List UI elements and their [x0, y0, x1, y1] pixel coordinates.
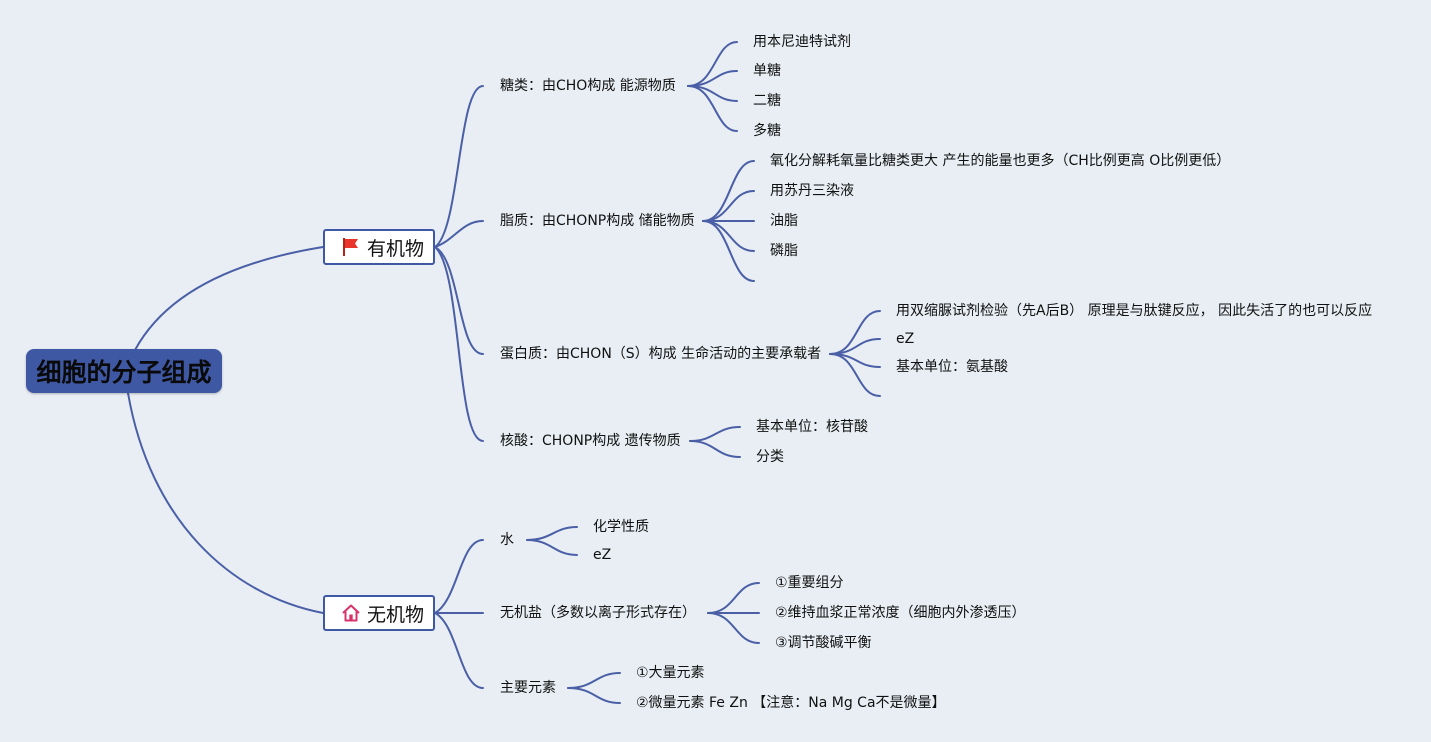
salt-node[interactable]: 无机盐（多数以离子形式存在）	[500, 605, 696, 621]
inorganic-label: 无机物	[367, 603, 425, 626]
organic-node[interactable]: 有机物	[323, 229, 435, 265]
link-salt-3	[707, 612, 760, 644]
elements-item[interactable]: ②微量元素 Fe Zn 【注意：Na Mg Ca不是微量】	[636, 695, 946, 711]
link-protein-4	[829, 353, 881, 397]
red-flag-icon	[343, 238, 358, 256]
link-organic-nucleic	[434, 246, 484, 442]
lipid-item[interactable]: 磷脂	[770, 243, 798, 259]
salt-item[interactable]: ③调节酸碱平衡	[775, 635, 872, 651]
link-root-organic	[134, 246, 324, 351]
link-organic-lipid	[434, 220, 484, 248]
sugar-item[interactable]: 二糖	[753, 93, 781, 109]
root-node[interactable]: 细胞的分子组成	[26, 349, 222, 393]
salt-item[interactable]: ①重要组分	[775, 575, 844, 591]
sugar-item[interactable]: 多糖	[753, 123, 781, 139]
protein-item[interactable]: 用双缩脲试剂检验（先A后B） 原理是与肽键反应， 因此失活了的也可以反应	[896, 303, 1373, 319]
link-lipid-1	[702, 160, 755, 222]
protein-item[interactable]: eZ	[896, 331, 915, 347]
link-elements-2	[567, 687, 621, 704]
nucleic-item[interactable]: 基本单位：核苷酸	[756, 419, 868, 435]
link-salt-1	[707, 582, 760, 614]
lipid-item[interactable]: 氧化分解耗氧量比糖类更大 产生的能量也更多（CH比例更高 O比例更低）	[770, 153, 1231, 169]
link-organic-protein	[434, 246, 484, 355]
link-sugar-4	[687, 85, 738, 132]
water-item[interactable]: 化学性质	[593, 519, 649, 535]
sugar-item[interactable]: 用本尼迪特试剂	[753, 34, 851, 50]
link-inorganic-water	[434, 539, 484, 614]
house-icon	[342, 604, 360, 622]
link-elements-1	[567, 672, 621, 689]
protein-item[interactable]: 基本单位：氨基酸	[896, 359, 1008, 375]
lipid-node[interactable]: 脂质：由CHONP构成 储能物质	[500, 213, 695, 229]
link-water-1	[526, 526, 578, 541]
link-lipid-5	[702, 220, 755, 282]
nucleic-node[interactable]: 核酸：CHONP构成 遗传物质	[500, 433, 681, 449]
link-nucleic-2	[689, 440, 741, 458]
sugar-node[interactable]: 糖类：由CHO构成 能源物质	[500, 78, 676, 94]
sugar-item[interactable]: 单糖	[753, 63, 781, 79]
protein-node[interactable]: 蛋白质：由CHON（S）构成 生命活动的主要承载者	[500, 346, 822, 362]
elements-node[interactable]: 主要元素	[500, 680, 556, 696]
salt-item[interactable]: ②维持血浆正常浓度（细胞内外渗透压）	[775, 605, 1026, 621]
link-inorganic-elements	[434, 612, 484, 689]
link-water-2	[526, 539, 578, 556]
link-root-inorganic	[127, 392, 324, 614]
elements-item[interactable]: ①大量元素	[636, 665, 705, 681]
organic-label: 有机物	[367, 237, 425, 260]
water-node[interactable]: 水	[500, 532, 514, 548]
lipid-item[interactable]: 用苏丹三染液	[770, 183, 854, 199]
lipid-item[interactable]: 油脂	[770, 213, 798, 229]
nucleic-item[interactable]: 分类	[756, 449, 784, 465]
inorganic-node[interactable]: 无机物	[323, 595, 435, 631]
link-nucleic-1	[689, 426, 741, 442]
root-label: 细胞的分子组成	[36, 358, 212, 387]
link-organic-sugar	[434, 85, 484, 248]
water-item[interactable]: eZ	[593, 547, 612, 563]
